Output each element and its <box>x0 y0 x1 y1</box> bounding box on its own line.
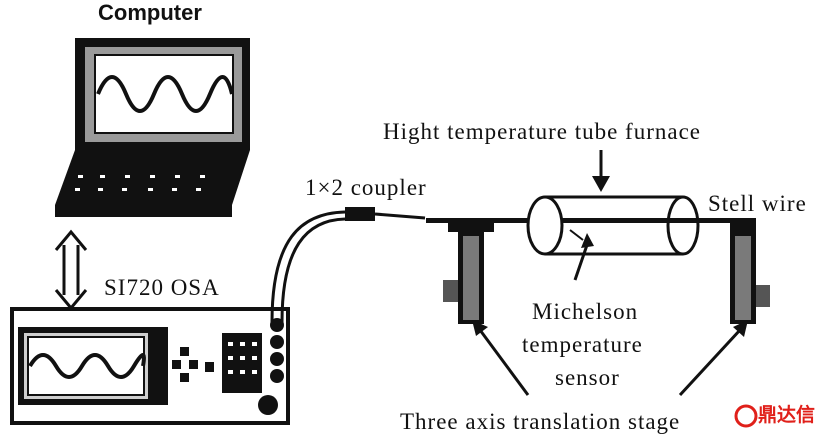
computer-label: Computer <box>98 0 202 25</box>
osa-screen <box>27 336 145 396</box>
osa-connector-ports <box>258 318 284 415</box>
coupler-output-fiber <box>374 212 426 220</box>
fiber-leads <box>270 210 346 323</box>
furnace-label: Hight temperature tube furnace <box>383 119 702 144</box>
left-translation-stage <box>443 222 494 324</box>
osa-keypad-keys <box>228 342 257 374</box>
tube-furnace <box>526 195 700 256</box>
stage-pointer-arrows <box>472 320 748 397</box>
osa-label: SI720 OSA <box>104 275 220 300</box>
computer-laptop <box>55 38 250 217</box>
sensor-label-line1: Michelson <box>532 299 639 324</box>
sensor-label-line2: temperature <box>522 332 643 357</box>
osa-button-single <box>205 362 214 372</box>
right-translation-stage <box>730 222 770 324</box>
laptop-sine-wave <box>96 75 234 113</box>
data-link-arrow <box>54 229 88 311</box>
osa-sine-wave <box>28 353 146 379</box>
laptop-screen <box>94 54 234 134</box>
laptop-keys <box>75 175 205 191</box>
watermark-text: 鼎达信 <box>758 404 816 426</box>
osa-buttons-diamond <box>172 347 198 382</box>
sensor-pointer-arrow <box>569 229 594 281</box>
coupler-label: 1×2 coupler <box>305 175 427 200</box>
stage-label: Three axis translation stage <box>400 409 681 434</box>
wire-label: Stell wire <box>708 191 807 216</box>
coupler-body <box>345 207 375 221</box>
sensor-label-line3: sensor <box>555 365 620 390</box>
steel-wire-through-furnace <box>562 218 672 223</box>
osa-screen-edge <box>158 327 168 405</box>
watermark-logo-icon <box>734 404 758 428</box>
osa-instrument <box>10 307 290 425</box>
laptop-base <box>55 205 232 217</box>
furnace-pointer-arrow <box>592 150 610 192</box>
